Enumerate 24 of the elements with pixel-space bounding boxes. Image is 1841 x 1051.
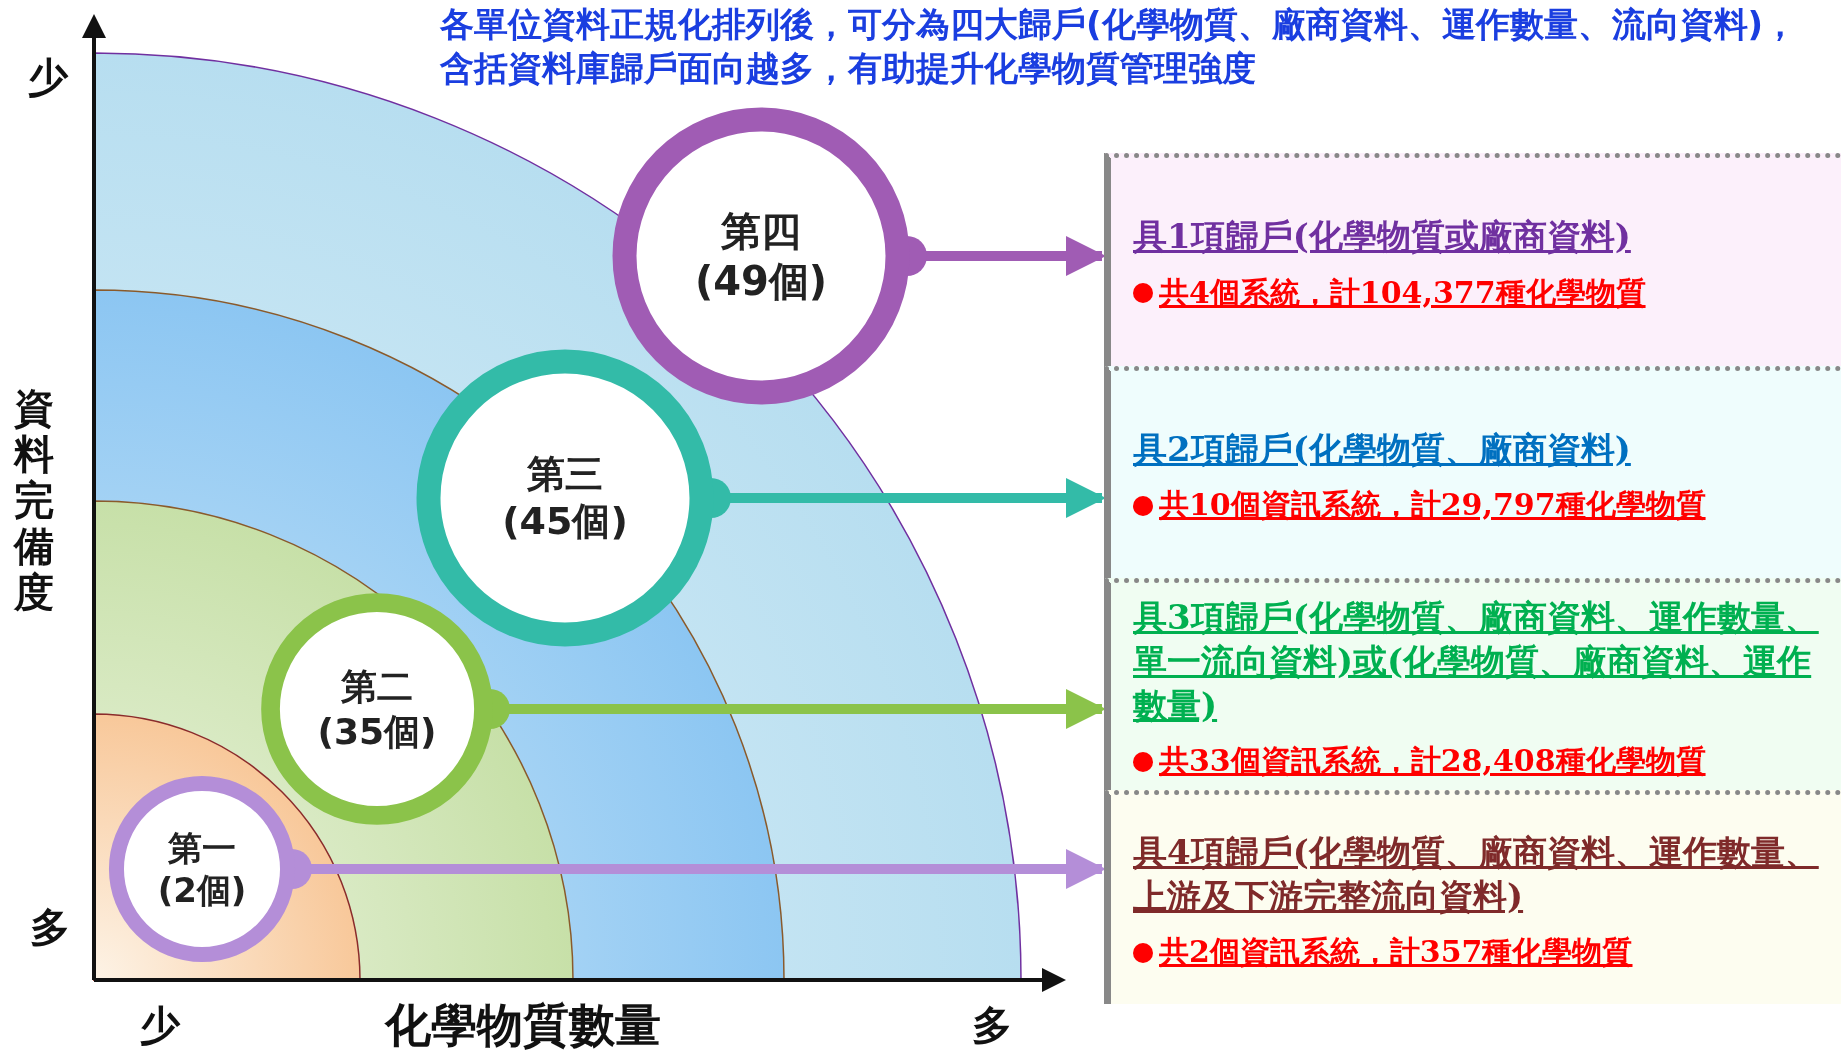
circle-label: 第四 (721, 207, 801, 256)
panel-heading: 具2項歸戶(化學物質、廠商資料) (1133, 427, 1632, 471)
circle-label: (49個) (694, 257, 828, 306)
info-panel (1104, 578, 1841, 790)
axis-title: 化學物質數量 (385, 997, 661, 1051)
info-panel (1104, 153, 1841, 366)
panel-heading: 具1項歸戶(化學物質或廠商資料) (1133, 215, 1632, 259)
circle-label: 第二 (341, 665, 413, 709)
panel-heading: 具4項歸戶(化學物質、廠商資料、運作數量、上游及下游完整流向資料) (1133, 830, 1820, 918)
info-panel (1104, 790, 1841, 1004)
circle-label: (45個) (502, 498, 628, 545)
axis-end-label: 少 (140, 1001, 180, 1050)
axis-end-label: 少 (28, 53, 68, 102)
axis-end-label: 多 (30, 903, 70, 952)
circle-label: (2個) (157, 869, 247, 912)
info-panel (1104, 366, 1841, 578)
axis-title: 資料完備度 (14, 385, 55, 615)
circle-label: 第三 (527, 450, 603, 498)
circle-label: (35個) (317, 710, 437, 754)
title: 各單位資料正規化排列後，可分為四大歸戶(化學物質、廠商資料、運作數量、流向資料)，含括資料庫歸戶面向越多，有助提升化學物質管理強度 (440, 3, 1799, 91)
panel-heading: 具3項歸戶(化學物質、廠商資料、運作數量、單一流向資料)或(化學物質、廠商資料、運作數量) (1133, 595, 1820, 728)
axis-end-label: 多 (972, 1001, 1012, 1050)
category-circle (611, 106, 911, 406)
circle-label: 第一 (168, 826, 236, 869)
